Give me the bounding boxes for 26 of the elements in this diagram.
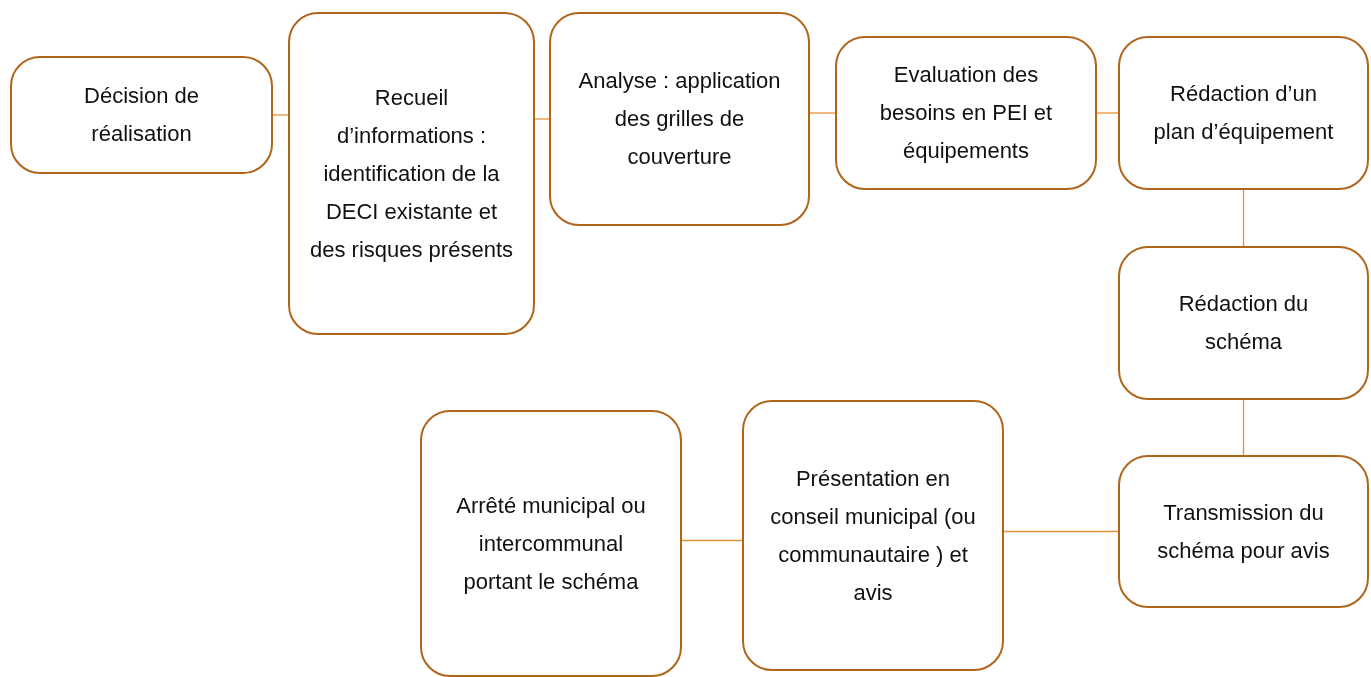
step-text: Décision de réalisation (83, 82, 200, 148)
connector-line (1003, 530, 1119, 533)
step-text: Arrêté municipal ou intercommunal portant le schéma (456, 491, 646, 596)
process-box (10, 56, 273, 174)
connector-line (809, 112, 836, 114)
step-text: Analyse : application des grilles de couverture (577, 67, 782, 171)
connector-line (681, 539, 743, 542)
step-text: Rédaction d’un plan d’équipement (1152, 80, 1335, 146)
connector-line (1096, 112, 1119, 114)
process-box (420, 410, 682, 677)
step-text: Présentation en conseil municipal (ou communautaire ) et avis (769, 464, 977, 607)
process-box (1118, 455, 1369, 608)
step-text: Rédaction du schéma (1177, 290, 1310, 356)
process-box (1118, 246, 1369, 400)
step-text: Transmission du schéma pour avis (1156, 498, 1331, 565)
step-text: Evaluation des besoins en PEI et équipements (878, 61, 1054, 165)
process-box (742, 400, 1004, 671)
step-text: Recueil d’informations : identification de la DECI existante et des risques présents (310, 83, 513, 264)
connector-line (1242, 399, 1245, 456)
process-box (549, 12, 810, 226)
connector-line (272, 114, 289, 116)
process-box (1118, 36, 1369, 190)
process-box (288, 12, 535, 335)
process-box (835, 36, 1097, 190)
connector-line (1242, 189, 1245, 247)
connector-line (534, 118, 550, 120)
